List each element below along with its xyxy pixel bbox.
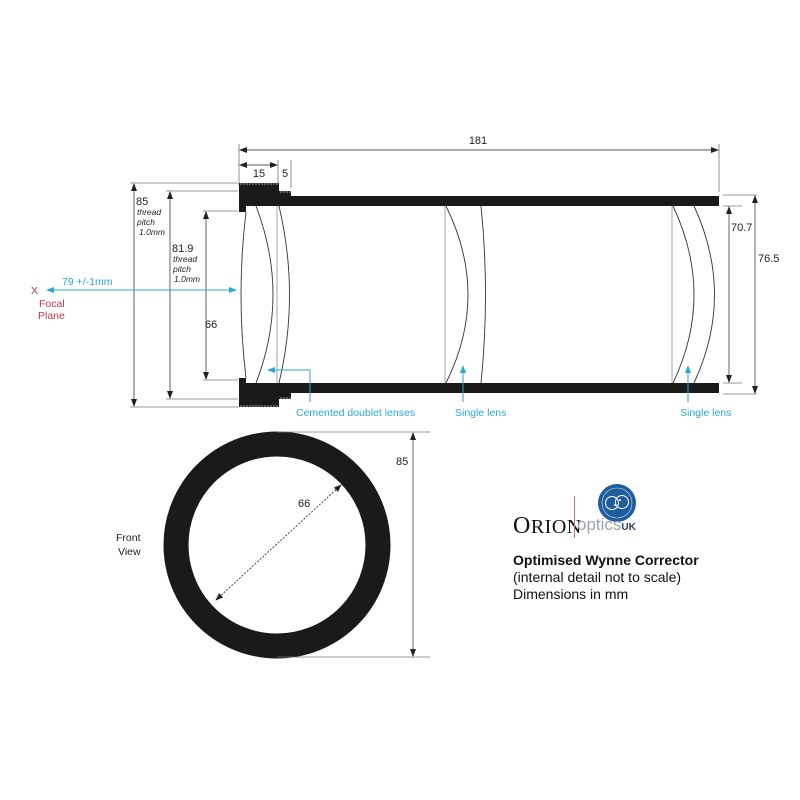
overall-length-dimension: 181 — [238, 135, 720, 192]
outer-thread-note: thread — [137, 207, 161, 217]
callout-single-lens-rear: Single lens — [680, 365, 731, 419]
single-lens-middle — [444, 205, 486, 384]
front-view: 66 85 Front View — [116, 431, 430, 659]
inner-thread-dimension: 81.9 thread pitch 1.0mm — [166, 190, 238, 400]
logo-rest: RION — [530, 516, 582, 538]
logo-uk-text: UK — [621, 522, 636, 533]
tube-inner-dimension: 70.7 — [723, 205, 752, 384]
thread-teeth — [240, 183, 291, 407]
tube-outer-diameter-label: 76.5 — [758, 253, 779, 265]
logo-divider — [574, 496, 575, 538]
inner-diameter-line — [215, 484, 342, 601]
clear-aperture-dimension: 66 — [203, 210, 238, 381]
tube-body — [239, 183, 719, 407]
thread-length-dimension: 15 5 — [239, 160, 292, 188]
back-focus-label: 79 +/-1mm — [62, 276, 113, 288]
side-view: 181 15 5 — [31, 135, 779, 419]
callout-label: Single lens — [680, 407, 731, 419]
outer-thread-diameter-label: 85 — [136, 196, 148, 208]
inner-thread-note: pitch — [172, 264, 191, 274]
outer-thread-note: pitch — [136, 217, 155, 227]
units-note: Dimensions in mm — [513, 586, 629, 602]
orion-optics-badge-icon — [598, 484, 636, 522]
outer-thread-dimension: 85 thread pitch 1.0mm — [130, 182, 238, 408]
front-outer-diameter-label: 85 — [396, 456, 408, 468]
tube-outer-dimension: 76.5 — [723, 194, 779, 395]
thread-length-label: 15 — [253, 168, 265, 180]
orion-optics-logo: ORION opticsUK — [513, 486, 713, 546]
tube-inner-diameter-label: 70.7 — [731, 222, 752, 234]
logo-wordmark-optics: opticsUK — [577, 515, 636, 535]
logo-wordmark-orion: ORION — [513, 513, 582, 540]
front-view-label: Front — [116, 532, 141, 544]
step-length-label: 5 — [282, 168, 288, 180]
inner-thread-diameter-label: 81.9 — [172, 243, 193, 255]
single-lens-rear — [671, 205, 715, 384]
diagram-caption: Optimised Wynne Corrector (internal deta… — [513, 552, 773, 603]
focal-plane-label: Focal — [39, 298, 65, 310]
front-view-label: View — [118, 546, 141, 558]
callout-cemented-doublet: Cemented doublet lenses — [267, 367, 415, 419]
overall-length-label: 181 — [469, 135, 487, 147]
inner-thread-note: thread — [173, 254, 197, 264]
diagram-title: Optimised Wynne Corrector — [513, 552, 699, 568]
callout-single-lens-middle: Single lens — [455, 365, 506, 419]
front-inner-diameter-label: 66 — [298, 498, 310, 510]
callout-label: Single lens — [455, 407, 506, 419]
front-view-ring — [163, 431, 391, 659]
logo-initial: O — [513, 513, 531, 539]
focal-plane-marker: X — [31, 285, 38, 297]
outer-thread-note: 1.0mm — [139, 227, 165, 237]
logo-optics-text: optics — [577, 515, 622, 534]
inner-thread-note: 1.0mm — [174, 274, 200, 284]
callout-label: Cemented doublet lenses — [296, 407, 415, 419]
back-focus-dimension: 79 +/-1mm X Focal Plane — [31, 276, 237, 322]
focal-plane-label: Plane — [38, 310, 65, 322]
diagram-subtitle: (internal detail not to scale) — [513, 569, 682, 585]
clear-aperture-label: 66 — [205, 319, 217, 331]
cemented-doublet-lenses — [240, 205, 290, 384]
